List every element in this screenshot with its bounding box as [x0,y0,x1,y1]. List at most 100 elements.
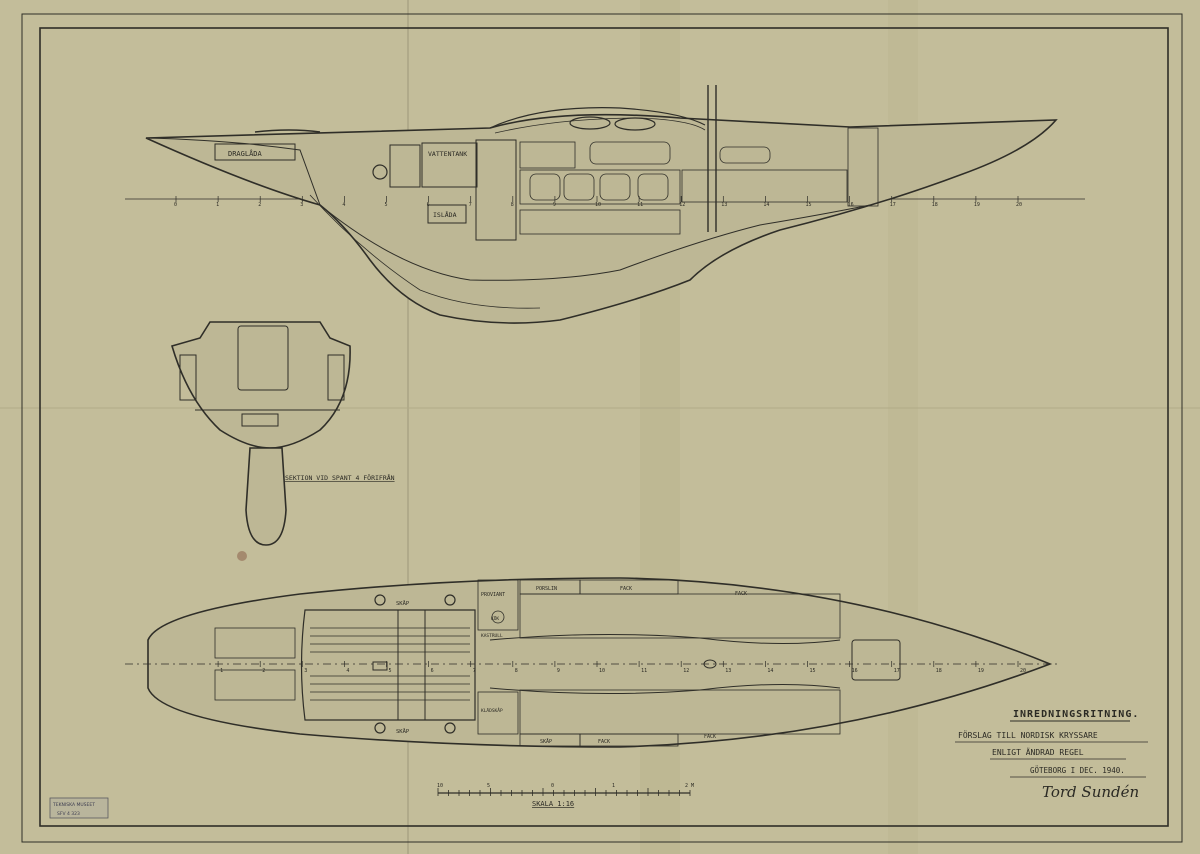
label-skap-top: SKÅP [396,600,410,607]
plan-cockpit-locker [214,627,296,659]
scale-minor-ticks [437,788,691,796]
station-number: 2 [258,202,261,208]
ice-box [427,204,467,224]
cabin-roof [489,107,706,129]
backrest-cushion [599,173,631,201]
water-tank [421,142,478,188]
section-keel [245,447,287,546]
plan-station-number: 4 [346,668,349,674]
plan-winch [444,594,456,606]
tiller [254,129,321,133]
plan-winch [374,722,386,734]
label-porslin: PORSLIN [536,586,557,592]
plan-station-number: 1 [220,668,223,674]
forepeak-bulkhead [847,127,879,207]
plan-station-number: 20 [1020,668,1026,674]
archive-stamp: TEKNISKA MUSEET SFV 4 323 [49,797,109,819]
station-number: 1 [216,202,219,208]
plan-station-number: 16 [852,668,858,674]
plan-wardrobe [477,691,519,735]
station-number: 17 [890,202,896,208]
station-number: 6 [427,202,430,208]
station-number: 7 [469,202,472,208]
station-number: 8 [511,202,514,208]
plan-station-number: 3 [304,668,307,674]
label-fack-low: FACK [598,739,610,745]
cabin-sole-line [319,204,871,281]
plan-station-number: 18 [936,668,942,674]
station-number: 10 [595,202,601,208]
scale-tick-label: 1 [612,783,615,789]
scale-tick-label: 2 M [685,783,694,789]
plan-forehatch [851,639,901,681]
paper-stain [237,551,247,561]
skylight-port [614,117,656,131]
plan-winch [374,594,386,606]
station-number: 19 [974,202,980,208]
skylight-port [569,116,611,130]
backrest-cushion [529,173,561,201]
backrest-cushion [563,173,595,201]
label-vattentank: VATTENTANK [428,150,467,158]
plan-floor-grating [310,610,470,720]
plan-station-number: 12 [683,668,689,674]
plan-view: SKÅP SKÅP PROVIANT KÖK KASTRULL KLÄDSKÅP… [125,577,1060,748]
label-proviant: PROVIANT [481,592,505,598]
plan-station-number: 11 [641,668,647,674]
plan-mast-step [703,659,717,669]
section-view: SEKTION VID SPANT 4 FÖRIFRÅN [171,321,395,546]
plan-station-number: 13 [725,668,731,674]
label-draglada: DRAGLÅDA [228,149,263,158]
station-number: 0 [174,202,177,208]
stamp-box [49,797,109,819]
plan-station-number: 6 [431,668,434,674]
hull-sheer-aft [145,137,321,206]
station-number: 4 [342,202,345,208]
station-number: 18 [932,202,938,208]
plan-sole-edge [489,633,841,645]
station-number: 16 [848,202,854,208]
station-number: 5 [385,202,388,208]
section-hull [171,321,351,449]
stove-circle [372,164,388,180]
settee-backrest [519,169,681,205]
plan-station-number: 8 [515,668,518,674]
hull-profile [145,113,1058,324]
backrest-cushion [637,173,669,201]
plan-stove [491,610,505,624]
plan-berth-starboard [519,689,841,735]
station-number: 13 [721,202,727,208]
station-number: 15 [806,202,812,208]
keel-inner-line [309,194,541,309]
locker [389,144,421,188]
plan-station-number: 7 [473,668,476,674]
title-block: INREDNINGSRITNING. FÖRSLAG TILL NORDISK … [955,709,1148,801]
label-klaedskap: KLÄDSKÅP [481,707,503,714]
title-line-4: GÖTEBORG I DEC. 1940. [1030,766,1125,775]
label-kastrull: KASTRULL [481,633,503,639]
scale-tick-label: 10 [437,783,443,789]
station-number: 20 [1016,202,1022,208]
plan-station-number: 10 [599,668,605,674]
plan-berth-port [519,593,841,639]
scale-tick-label: 0 [551,783,554,789]
plan-station-number: 19 [978,668,984,674]
station-number: 12 [679,202,685,208]
plan-cockpit-locker [214,669,296,701]
label-skap-low: SKÅP [540,738,552,745]
plan-winch [444,722,456,734]
outer-border [21,13,1183,843]
label-kok: KÖK [491,615,499,622]
station-number: 14 [763,202,769,208]
plan-station-number: 14 [767,668,773,674]
draglada-box [214,143,296,161]
plan-station-number: 2 [262,668,265,674]
label-fack-low-right: FACK [704,734,716,740]
scale-label: SKALA 1:16 [532,800,574,808]
stamp-line-2: SFV 4 323 [57,811,80,817]
